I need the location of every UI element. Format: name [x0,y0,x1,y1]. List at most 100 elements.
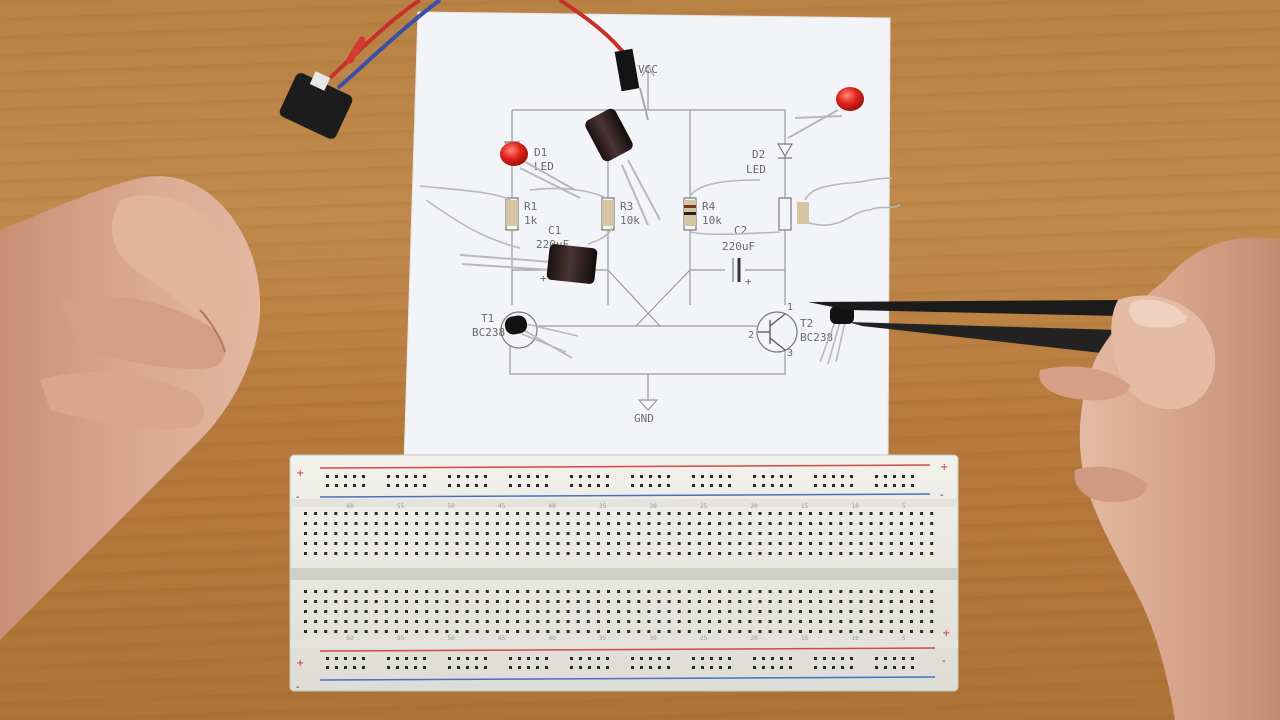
breadboard-hole [588,484,591,487]
breadboard-hole [617,522,621,525]
t2-ref-label: T2 [800,317,813,330]
breadboard-column-number: 35 [599,503,607,510]
breadboard-hole [354,542,358,545]
breadboard-hole [445,590,449,593]
breadboard-hole [841,657,844,660]
breadboard-hole [657,610,661,613]
breadboard-hole [809,610,812,613]
breadboard-hole [576,542,580,545]
breadboard-hole [677,512,681,515]
breadboard-hole [607,600,610,603]
breadboard-column-number: 55 [397,635,405,642]
breadboard-hole [475,512,479,515]
breadboard-hole [627,542,631,545]
breadboard-hole [768,552,772,555]
breadboard-hole [677,630,681,633]
breadboard-hole [384,630,388,633]
breadboard-hole [849,512,853,515]
breadboard-hole [516,542,520,545]
breadboard-hole [899,532,903,535]
breadboard-hole [738,630,742,633]
breadboard-hole [546,532,550,535]
c1-ref-label: C1 [548,224,561,237]
r4-ref-label: R4 [702,200,716,213]
breadboard-hole [516,620,520,623]
breadboard-hole [374,552,378,555]
breadboard-hole [841,475,844,478]
breadboard-hole [677,552,681,555]
breadboard-hole [631,666,634,669]
breadboard-hole [362,475,365,478]
breadboard-hole [911,484,914,487]
breadboard-hole [545,475,548,478]
breadboard-hole [324,590,328,593]
breadboard-hole [466,484,469,487]
breadboard-hole [414,657,417,660]
breadboard-hole [839,542,843,545]
breadboard-hole [758,590,762,593]
breadboard-hole [718,522,722,525]
breadboard-hole [930,620,934,623]
breadboard-hole [930,630,934,633]
breadboard-hole [387,475,390,478]
breadboard-hole [748,512,752,515]
breadboard-hole [893,657,896,660]
breadboard-hole [701,666,704,669]
breadboard-hole [586,522,590,525]
r3-value-label: 10k [620,214,640,227]
breadboard-hole [768,512,772,515]
breadboard-hole [576,620,580,623]
breadboard-hole [814,475,817,478]
breadboard-hole [566,512,570,515]
breadboard-hole [789,475,792,478]
breadboard-hole [889,552,893,555]
breadboard-hole [405,522,408,525]
capacitor-c1 [459,244,598,284]
breadboard-hole [425,522,429,525]
breadboard-hole [415,590,419,593]
breadboard-hole [771,475,774,478]
breadboard-hole [405,620,408,623]
paper-sheet [403,11,891,463]
breadboard-hole [448,657,451,660]
breadboard-hole [527,657,530,660]
breadboard-hole [889,610,893,613]
breadboard-hole [728,475,731,478]
breadboard-hole [728,630,732,633]
breadboard-hole [484,475,487,478]
breadboard-hole [617,532,621,535]
breadboard-hole [607,532,610,535]
breadboard-hole [374,532,378,535]
breadboard-hole [778,522,782,525]
breadboard-hole [465,542,469,545]
breadboard-hole [509,666,512,669]
breadboard-hole [405,542,408,545]
breadboard-hole [692,484,695,487]
breadboard-hole [576,600,580,603]
breadboard-hole [607,610,610,613]
breadboard-hole [667,512,671,515]
breadboard-hole [738,522,742,525]
breadboard-hole [788,620,792,623]
breadboard-hole [859,542,863,545]
breadboard-column-number: 55 [397,503,405,510]
breadboard-hole [849,590,853,593]
breadboard-hole [362,484,365,487]
breadboard-hole [304,590,307,593]
breadboard-hole [354,512,358,515]
breadboard-hole [516,532,520,535]
breadboard-hole [778,630,782,633]
breadboard-hole [518,475,521,478]
breadboard-hole [780,657,783,660]
breadboard-hole [324,600,328,603]
breadboard-hole [335,666,338,669]
breadboard-hole [516,512,520,515]
breadboard-hole [415,620,419,623]
breadboard-hole [798,542,802,545]
breadboard-hole [839,620,843,623]
breadboard-hole [485,630,489,633]
breadboard-hole [768,522,772,525]
breadboard-column-number: 10 [852,503,860,510]
breadboard-hole [536,522,540,525]
